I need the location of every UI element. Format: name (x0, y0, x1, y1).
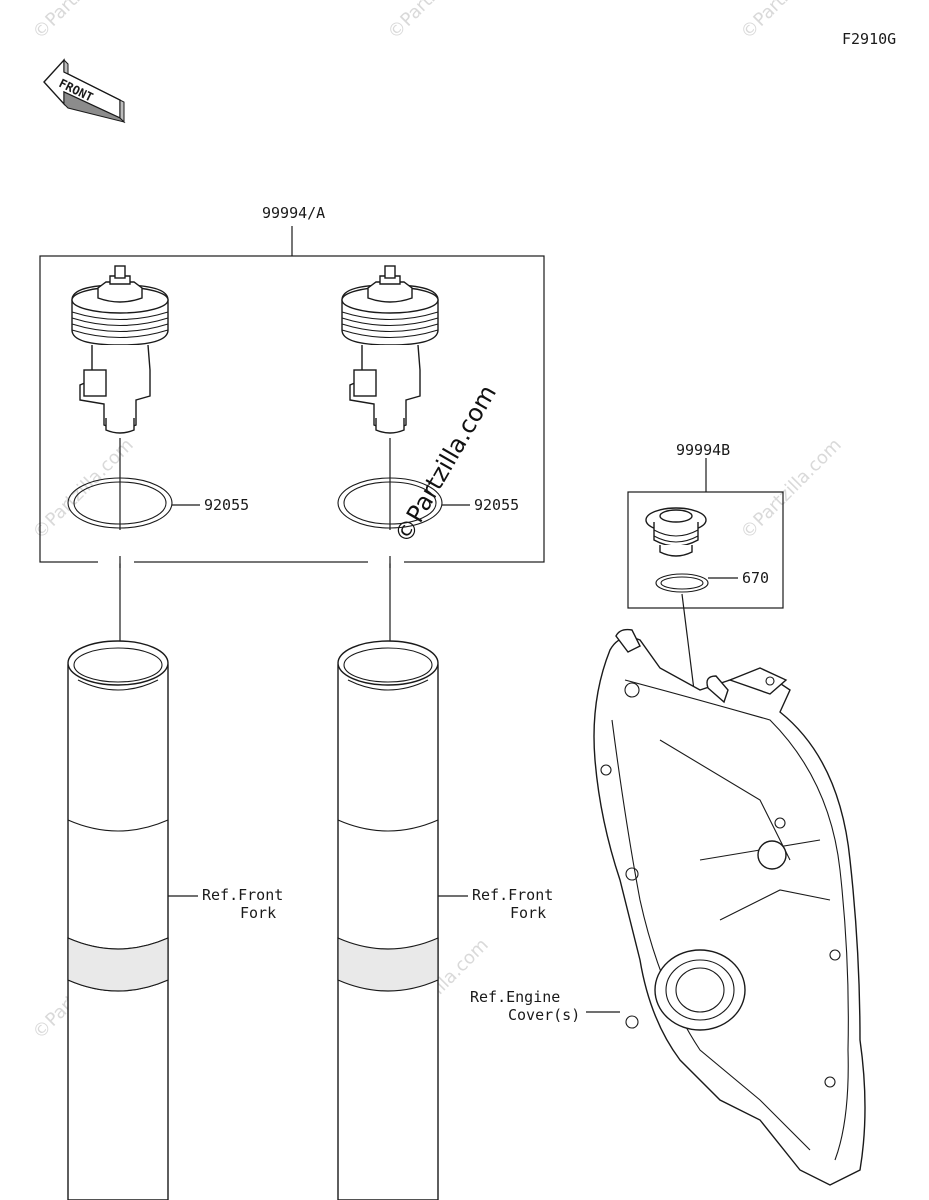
kit-b-box (627, 491, 784, 609)
front-fork-right (337, 640, 439, 1200)
small-o-ring-callout: 670 (742, 569, 769, 587)
kit-a-callout: 99994/A (262, 204, 325, 222)
watermark-2: ©Partzilla.com (384, 0, 493, 44)
watermark-4: ©Partzilla.com (29, 435, 138, 544)
watermark-1: ©Partzilla.com (29, 0, 138, 44)
watermark-5: ©Partzilla.com (737, 435, 846, 544)
diagram-code: F2910G (842, 30, 896, 48)
ref-fork-left-line1: Ref.Front (202, 886, 283, 904)
ref-engine-line1: Ref.Engine (470, 988, 560, 1006)
ref-fork-right-line1: Ref.Front (472, 886, 553, 904)
front-fork-left (67, 640, 169, 1200)
small-o-ring (655, 573, 709, 593)
engine-cover (593, 628, 866, 1186)
fork-cap-left (71, 265, 169, 434)
ref-fork-left-line2: Fork (240, 904, 276, 922)
fork-cap-right (341, 265, 439, 434)
kit-b-callout: 99994B (676, 441, 730, 459)
ref-engine-line2: Cover(s) (508, 1006, 580, 1024)
oil-filler-plug (645, 507, 707, 557)
ref-fork-right-line2: Fork (510, 904, 546, 922)
front-arrow-icon: FRONT (43, 58, 126, 124)
watermark-3: ©Partzilla.com (737, 0, 846, 44)
o-ring-right-callout: 92055 (474, 496, 519, 514)
o-ring-left-callout: 92055 (204, 496, 249, 514)
